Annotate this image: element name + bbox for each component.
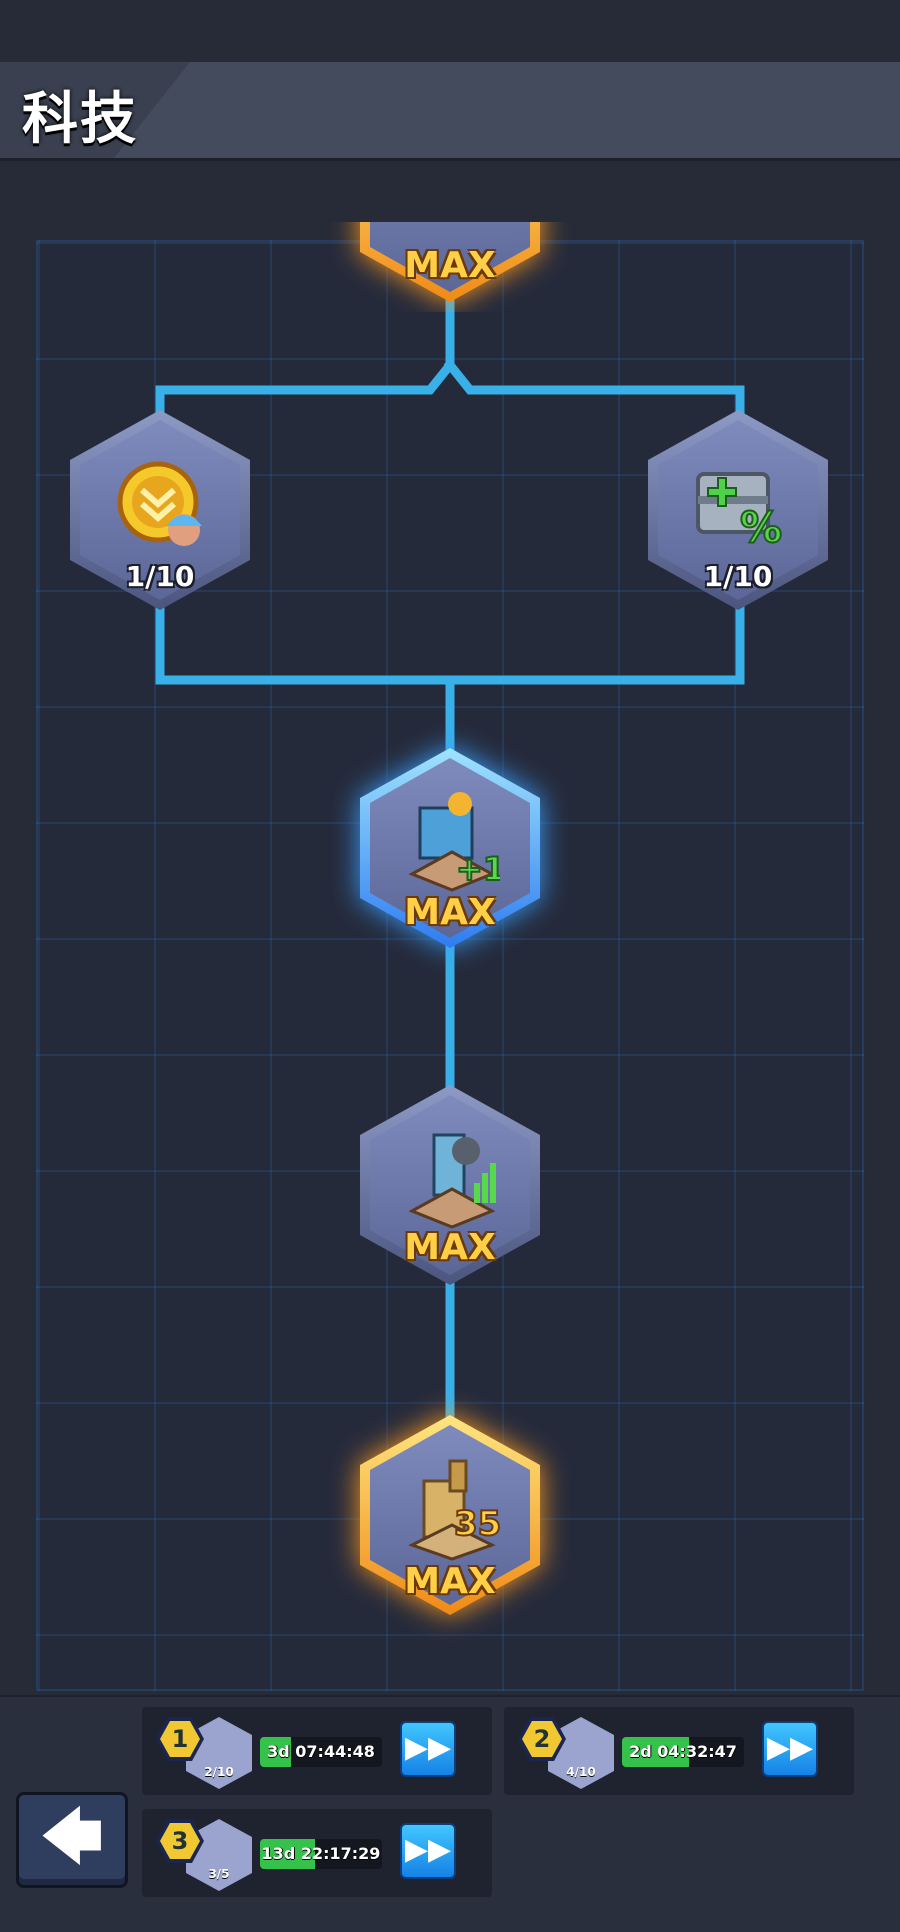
header-bar: 科技 [0,62,900,161]
node-max-label: MAX [404,245,496,286]
oil-pump-icon [408,1133,496,1229]
slot-number-badge: 1 [156,1717,204,1761]
connector-top-right [443,358,745,415]
top-node-clip: MAX [0,222,900,312]
factory-35-icon: 35 [408,1459,500,1561]
research-slot-3[interactable]: 3/5 3 13d 22:17:29 ▶▶ [142,1809,492,1897]
connector-bottom-join [155,595,745,685]
connector-top-left [155,295,455,415]
node-level-label: 1/10 [703,560,773,593]
research-level: 3/5 [208,1867,230,1881]
gold-chevron-medal-icon [117,461,202,546]
tech-node-left[interactable]: 1/10 [70,410,250,610]
machine-plus-one-icon: +1 [408,792,500,892]
node-max-label: MAX [404,1227,496,1268]
tech-node-center[interactable]: +1 MAX [360,748,540,948]
tech-node-bottom[interactable]: 35 MAX [360,1415,540,1615]
research-slot-2[interactable]: 4/10 2 2d 04:32:47 ▶▶ [504,1707,854,1795]
tech-node-top[interactable]: MAX [360,222,540,302]
level-35-badge: 35 [454,1504,500,1544]
plus-one-badge: +1 [456,850,500,888]
slot-number-badge: 3 [156,1819,204,1863]
node-max-label: MAX [404,892,496,933]
research-slot-1[interactable]: 2/10 1 3d 07:44:48 ▶▶ [142,1707,492,1795]
slot-number-badge: 2 [518,1717,566,1761]
node-max-label: MAX [404,1561,496,1602]
research-timer: 2d 04:32:47 [622,1737,744,1767]
health-box-percent-icon: % [696,472,783,550]
tech-tree-connectors [155,295,745,1425]
research-level: 2/10 [204,1765,234,1779]
research-level: 4/10 [566,1765,596,1779]
tech-node-right[interactable]: % 1/10 [648,410,828,610]
research-timer: 13d 22:17:29 [260,1839,382,1869]
speed-up-button[interactable]: ▶▶ [400,1823,456,1879]
research-timer: 3d 07:44:48 [260,1737,382,1767]
back-arrow-icon: 🡄 [41,1802,103,1872]
speed-up-button[interactable]: ▶▶ [400,1721,456,1777]
back-button[interactable]: 🡄 [16,1792,128,1888]
speed-up-button[interactable]: ▶▶ [762,1721,818,1777]
page-title: 科技 [22,87,138,152]
node-level-label: 1/10 [125,560,195,593]
tech-node-lower[interactable]: MAX [360,1085,540,1285]
svg-text:%: % [740,503,782,550]
